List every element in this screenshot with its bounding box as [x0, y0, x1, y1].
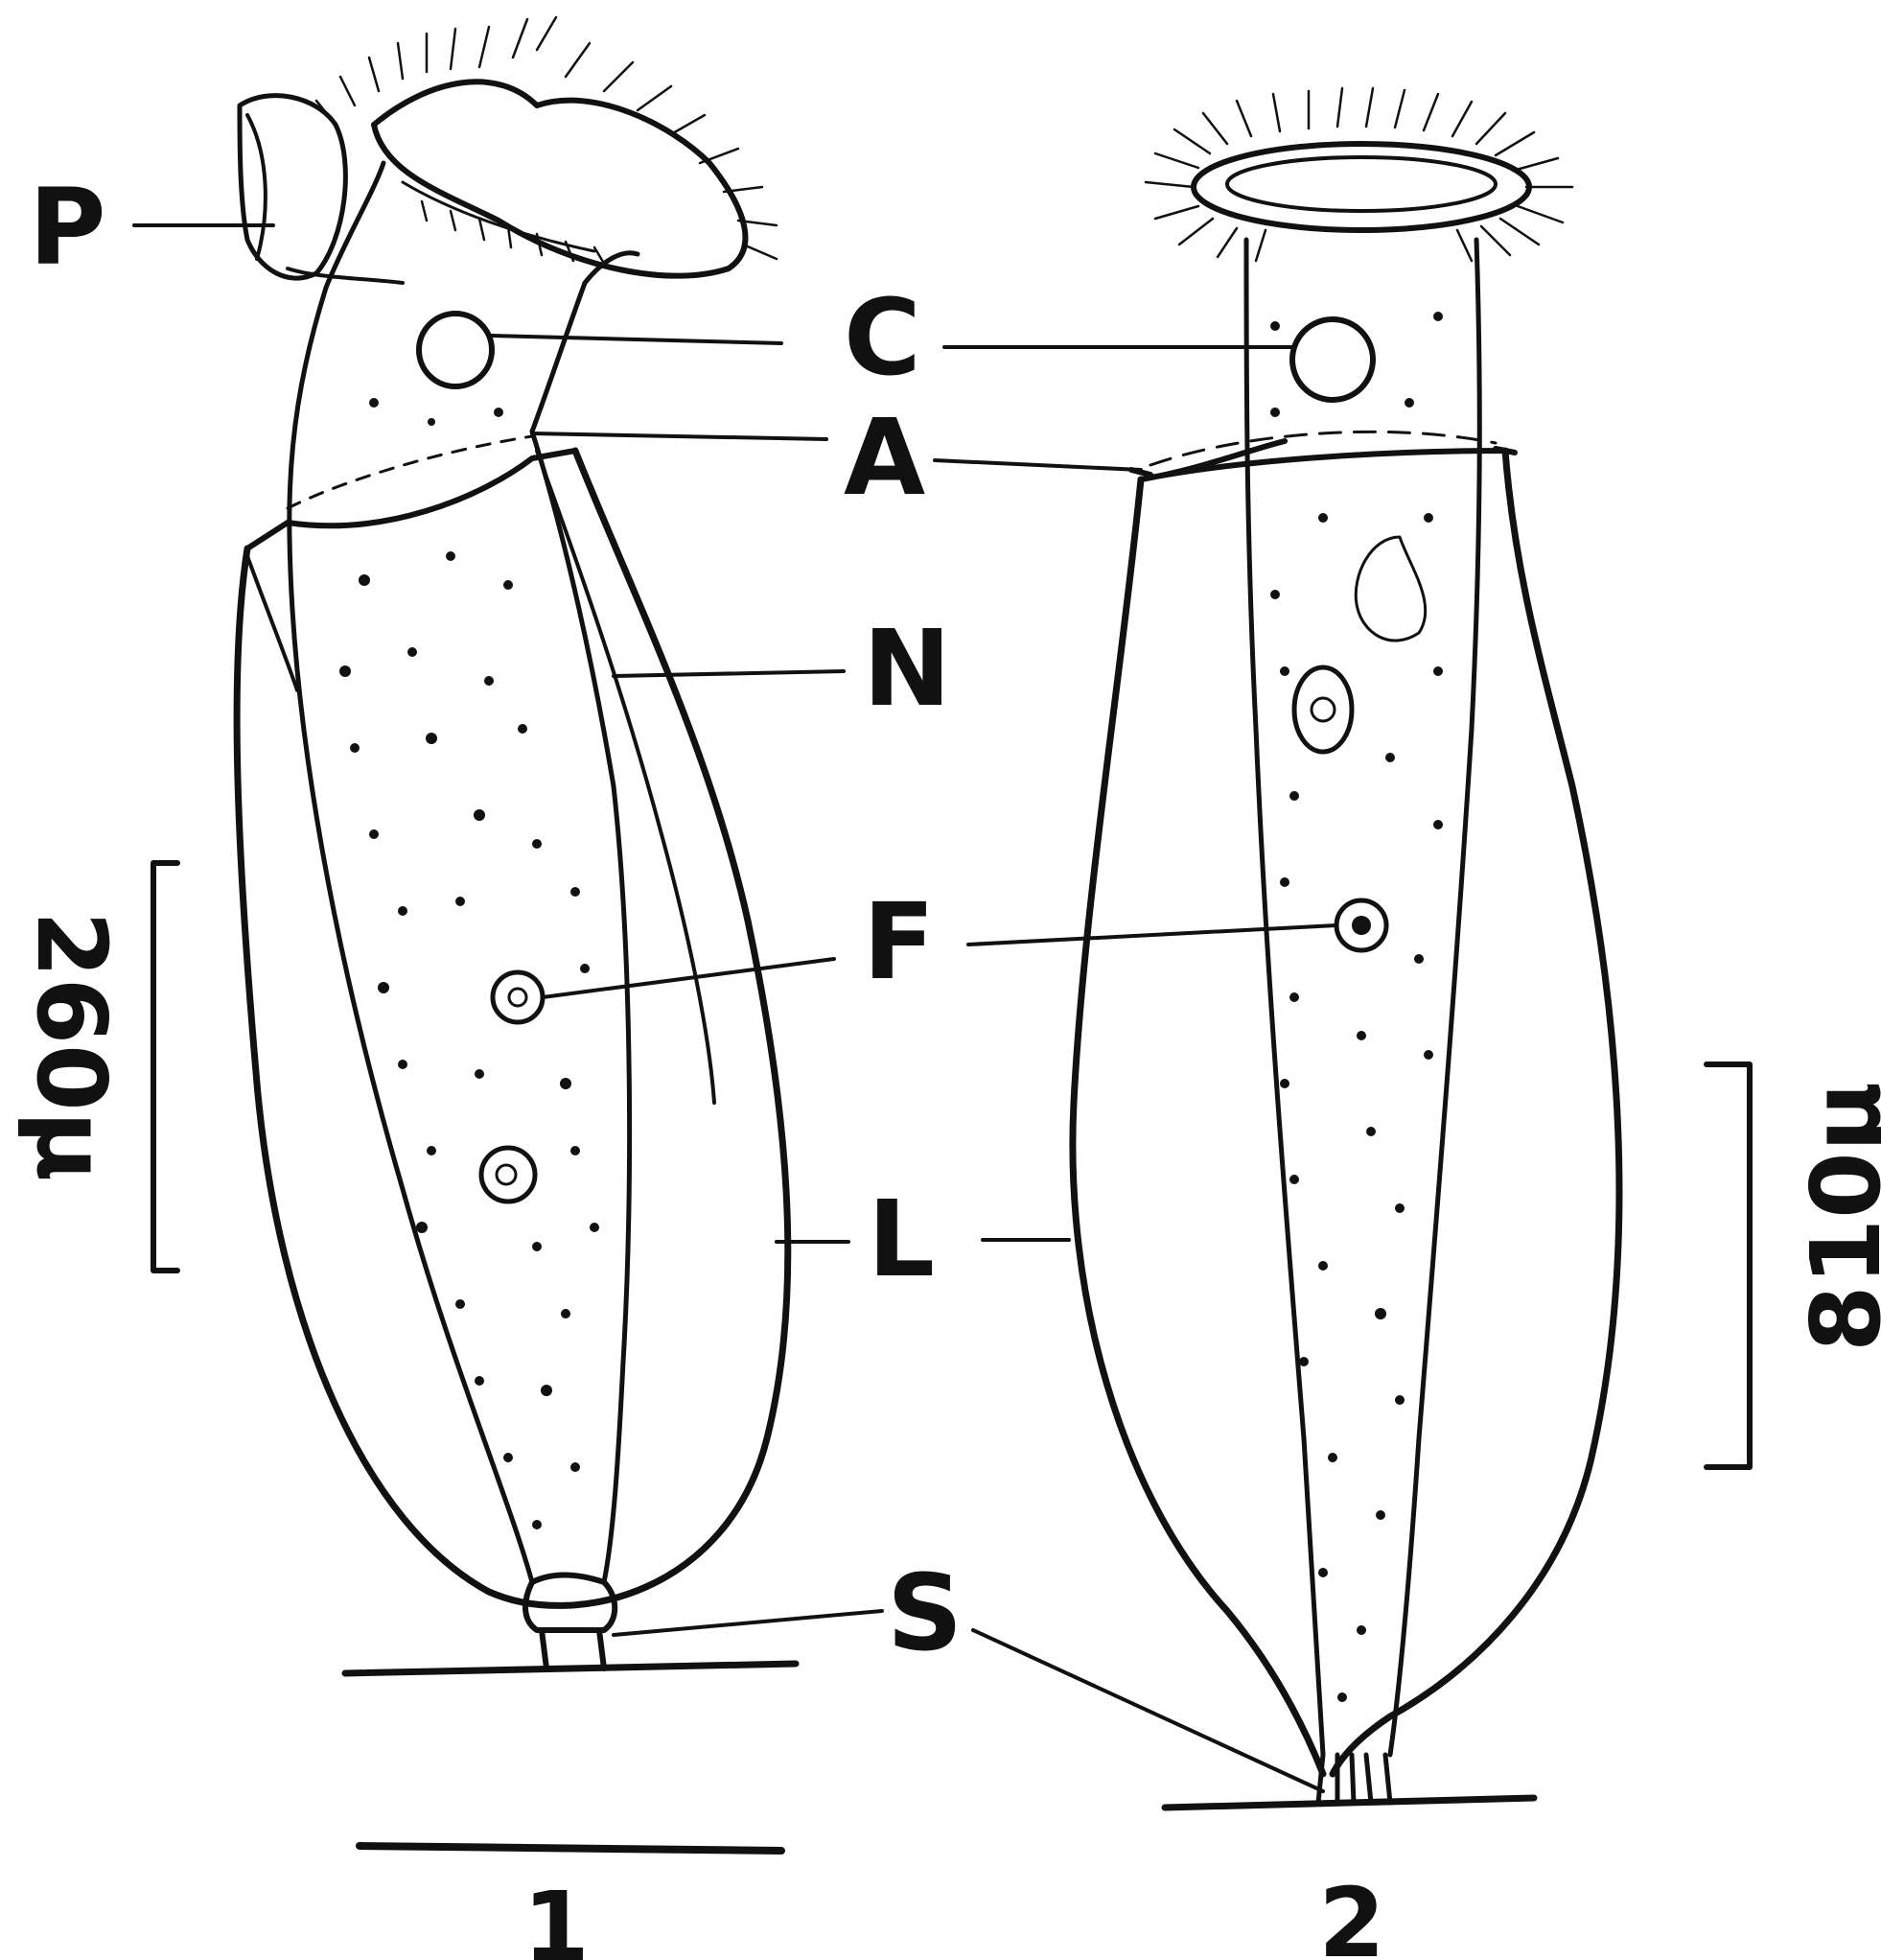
scale-bar-2: 810μ [1707, 1064, 1881, 1467]
zooid-body-2 [1246, 240, 1323, 1755]
label-l: L [868, 1178, 935, 1300]
specimen-1 [237, 17, 796, 1673]
substrate-2 [1165, 1798, 1534, 1808]
stalk-2 [1318, 1755, 1390, 1803]
label-f: F [863, 880, 935, 1003]
food-vacuole-2b [1336, 900, 1386, 950]
lorica-rim-1 [247, 451, 575, 548]
leader-a-left [532, 433, 826, 439]
panel-1-underline [360, 1846, 781, 1851]
substrate-1 [345, 1664, 796, 1673]
food-vacuole-1b [481, 1148, 535, 1202]
panel-number-2: 2 [1318, 1867, 1385, 1960]
nucleus-2 [1356, 537, 1425, 641]
cilia-1 [316, 17, 777, 267]
lorica-rim-2 [1131, 441, 1515, 479]
scale-bar-1-label: 260μ [15, 911, 128, 1181]
label-s: S [887, 1552, 963, 1674]
scale-bar-1: 260μ [15, 863, 177, 1271]
granules-1 [339, 398, 599, 1529]
contractile-vacuole-1 [419, 314, 492, 386]
lorica-rim-top-2 [1150, 432, 1496, 465]
stalk-1 [525, 1575, 615, 1669]
leader-a-right [935, 460, 1141, 470]
food-vacuole-2a [1294, 667, 1352, 752]
leader-f-right [968, 925, 1336, 945]
zooid-body-right-2 [1390, 240, 1479, 1755]
label-c: C [844, 276, 921, 399]
contractile-vacuole-2 [1292, 319, 1373, 400]
leader-s-left [614, 1611, 882, 1635]
food-vacuole-1a [493, 972, 543, 1022]
cilia-2 [1146, 88, 1572, 261]
leader-s-right [973, 1630, 1323, 1791]
leader-n [614, 671, 844, 676]
peristome-disc-1 [374, 82, 745, 275]
lorica-outline-2 [1073, 451, 1619, 1774]
label-a: A [844, 396, 925, 519]
label-n: N [863, 607, 951, 730]
label-leaders [134, 225, 1336, 1791]
label-p: P [29, 166, 106, 289]
scale-bar-2-label: 810μ [1790, 1082, 1881, 1352]
ciliary-band-1 [288, 436, 532, 508]
process-p-1 [240, 96, 345, 279]
leader-c-left [491, 336, 781, 343]
panel-number-1: 1 [522, 1871, 590, 1960]
peristome-inner-2 [1227, 157, 1496, 211]
